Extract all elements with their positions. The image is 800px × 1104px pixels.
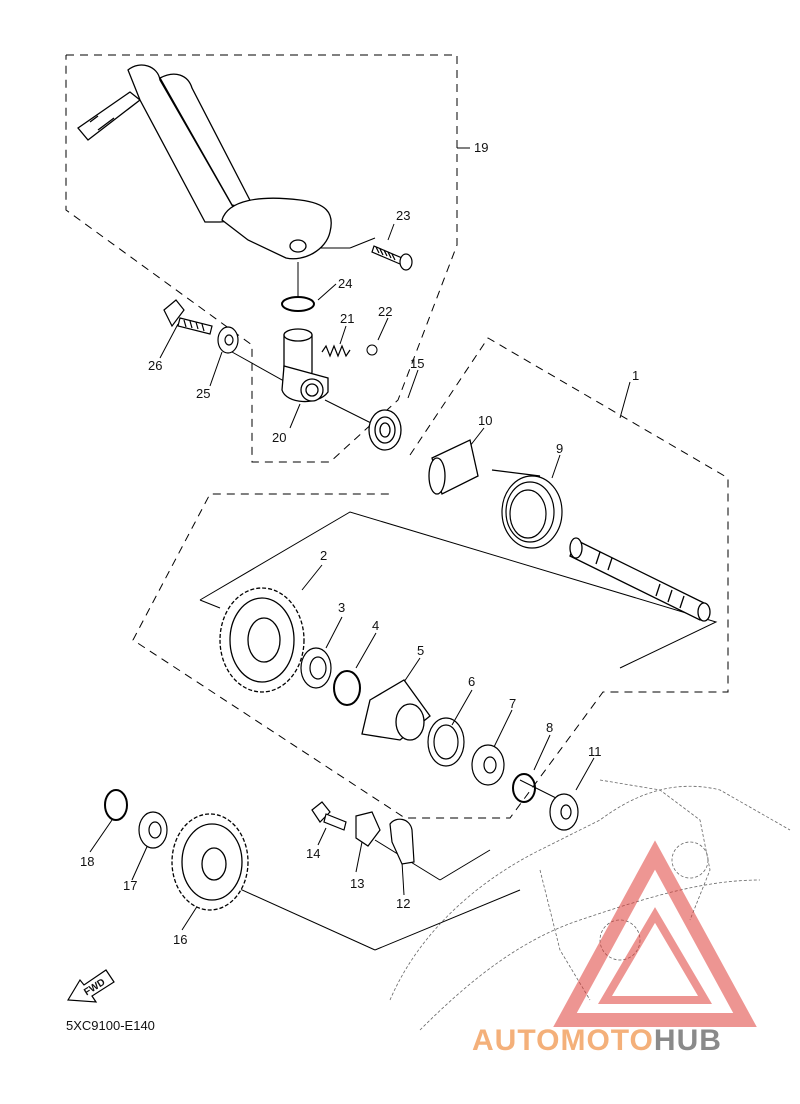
callout-15: 15 xyxy=(410,356,424,371)
fwd-arrow: FWD xyxy=(66,969,115,1003)
callout-2: 2 xyxy=(320,548,327,563)
diagram-code: 5XC9100-E140 xyxy=(66,1018,155,1033)
ball-22 xyxy=(366,344,378,356)
watermark-text-a: AUTOMOTO xyxy=(472,1024,654,1057)
stopper-12 xyxy=(389,818,415,865)
callout-11: 11 xyxy=(588,744,602,759)
washer-7 xyxy=(471,744,505,786)
crankcase-outline xyxy=(389,779,791,1031)
callout-8: 8 xyxy=(546,720,553,735)
bolt-23 xyxy=(371,245,413,271)
bolt-14 xyxy=(311,801,347,831)
group-19-outline xyxy=(65,54,458,463)
circlip-4 xyxy=(333,670,361,706)
callout-21: 21 xyxy=(340,311,354,326)
callout-9: 9 xyxy=(556,441,563,456)
torsion-spring-9 xyxy=(491,469,563,549)
ratchet-5 xyxy=(361,679,431,741)
spring-21 xyxy=(321,344,351,358)
callout-14: 14 xyxy=(306,846,320,861)
watermark-logo xyxy=(553,840,757,1027)
callout-4: 4 xyxy=(372,618,379,633)
callout-3: 3 xyxy=(338,600,345,615)
callouts: 1 2 3 4 5 6 7 8 9 10 11 12 13 14 15 16 1… xyxy=(80,140,639,947)
callout-18: 18 xyxy=(80,854,94,869)
callout-6: 6 xyxy=(468,674,475,689)
kick-shaft xyxy=(569,537,711,622)
callout-16: 16 xyxy=(173,932,187,947)
kick-lever xyxy=(77,64,332,260)
kick-gear-2 xyxy=(219,587,305,693)
callout-5: 5 xyxy=(417,643,424,658)
callout-12: 12 xyxy=(396,896,410,911)
guide-plate-13 xyxy=(355,811,381,847)
callout-13: 13 xyxy=(350,876,364,891)
callout-20: 20 xyxy=(272,430,286,445)
callout-1: 1 xyxy=(632,368,639,383)
callout-26: 26 xyxy=(148,358,162,373)
washer-11 xyxy=(549,793,579,831)
spring-6 xyxy=(427,717,465,767)
oil-seal-15 xyxy=(368,409,402,451)
collar-10 xyxy=(428,439,479,495)
washer-17 xyxy=(138,811,168,849)
callout-17: 17 xyxy=(123,878,137,893)
idler-gear-16 xyxy=(171,813,249,911)
washer-3 xyxy=(300,647,332,689)
callout-7: 7 xyxy=(509,696,516,711)
kick-boss-20 xyxy=(281,328,329,403)
callout-19: 19 xyxy=(474,140,488,155)
watermark-text: AUTOMOTOHUB xyxy=(472,1024,722,1058)
group-outlines xyxy=(65,54,729,819)
o-ring-24 xyxy=(281,296,315,312)
callout-10: 10 xyxy=(478,413,492,428)
watermark-text-b: HUB xyxy=(653,1024,722,1057)
callout-25: 25 xyxy=(196,386,210,401)
callout-23: 23 xyxy=(396,208,410,223)
circlip-8 xyxy=(512,773,536,803)
callout-22: 22 xyxy=(378,304,392,319)
washer-25 xyxy=(217,326,239,354)
bolt-26 xyxy=(163,299,213,335)
circlip-18 xyxy=(104,789,128,821)
callout-24: 24 xyxy=(338,276,352,291)
